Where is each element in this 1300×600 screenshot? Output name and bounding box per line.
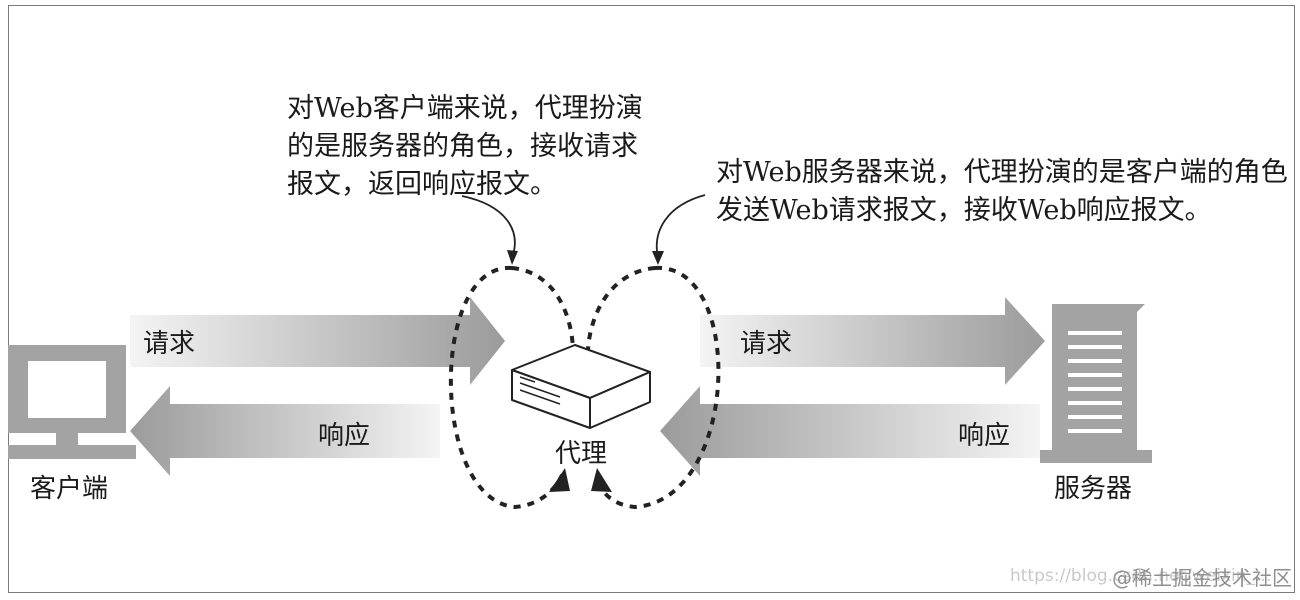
right-request-label: 请求 xyxy=(740,329,793,359)
watermark-url: https://blog.csdn.net/weixin_... xyxy=(1010,566,1272,586)
watermark-brand: @稀土掘金技术社区 xyxy=(1112,566,1292,590)
proxy-label: 代理 xyxy=(555,439,608,469)
diagram-frame xyxy=(8,5,1295,593)
client-callout-leader xyxy=(461,195,516,259)
server-callout-line-1: 对Web服务器来说，代理扮演的是客户端的角色 xyxy=(716,157,1288,188)
client-label: 客户端 xyxy=(30,474,109,504)
left-request-label: 请求 xyxy=(143,329,196,359)
right-response-label: 响应 xyxy=(958,421,1011,451)
client-callout-line-1: 对Web客户端来说，代理扮演 xyxy=(287,93,643,124)
left-response-arrow xyxy=(130,386,440,476)
left-response-label: 响应 xyxy=(318,421,371,451)
server-side-callout: 对Web服务器来说，代理扮演的是客户端的角色 发送Web请求报文，接收Web响应… xyxy=(716,154,1288,230)
client-computer-icon xyxy=(8,345,136,459)
server-callout-leader-head xyxy=(652,251,664,265)
server-side-dashed-loop xyxy=(586,265,721,510)
server-callout-line-2: 发送Web请求报文，接收Web响应报文。 xyxy=(716,195,1212,226)
server-icon xyxy=(1040,304,1152,463)
client-side-dashed-loop xyxy=(448,265,575,510)
client-callout-line-3: 报文，返回响应报文。 xyxy=(287,169,557,200)
proxy-device-icon xyxy=(511,344,651,429)
server-callout-leader xyxy=(655,194,706,259)
right-request-arrow xyxy=(700,297,1045,385)
client-callout-leader-head xyxy=(507,250,518,265)
server-loop-arrowhead xyxy=(591,468,612,492)
left-request-arrow xyxy=(130,297,505,385)
client-callout-line-2: 的是服务器的角色，接收请求 xyxy=(287,131,638,162)
server-label: 服务器 xyxy=(1054,474,1133,504)
client-loop-arrowhead xyxy=(549,468,570,492)
client-side-callout: 对Web客户端来说，代理扮演 的是服务器的角色，接收请求 报文，返回响应报文。 xyxy=(287,90,643,204)
right-response-arrow xyxy=(660,386,1040,476)
